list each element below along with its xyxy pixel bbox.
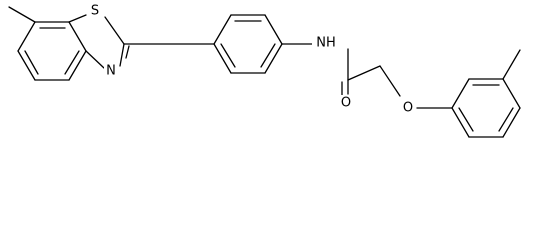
- thiazole-ring: [68, 14, 130, 69]
- central-phenylene-ring: [213, 14, 283, 74]
- chemical-structure-diagram: S N NH O O: [8, 3, 521, 138]
- atom-label-sulfur: S: [88, 3, 103, 19]
- atom-label-amide-nh: NH: [312, 34, 340, 52]
- ether-linkage: [379, 65, 453, 109]
- carbonyl-oxygen-label: O: [341, 96, 351, 111]
- atom-label-thiazole-nitrogen: N: [104, 63, 118, 79]
- atom-label-carbonyl-oxygen: O: [339, 95, 354, 111]
- thiazole-nitrogen-label: N: [106, 64, 116, 79]
- m-tolyl-ring: [451, 78, 521, 138]
- amide-nh-label: NH: [316, 36, 336, 51]
- ether-oxygen-label: O: [403, 101, 413, 116]
- benzothiazole-benzene-ring: [17, 21, 87, 81]
- atom-label-ether-oxygen: O: [401, 100, 416, 116]
- bond-methyl-left: [8, 6, 36, 23]
- bond-methyl-right: [502, 49, 521, 80]
- sulfur-label: S: [91, 4, 99, 19]
- amide-linkage: [281, 43, 381, 96]
